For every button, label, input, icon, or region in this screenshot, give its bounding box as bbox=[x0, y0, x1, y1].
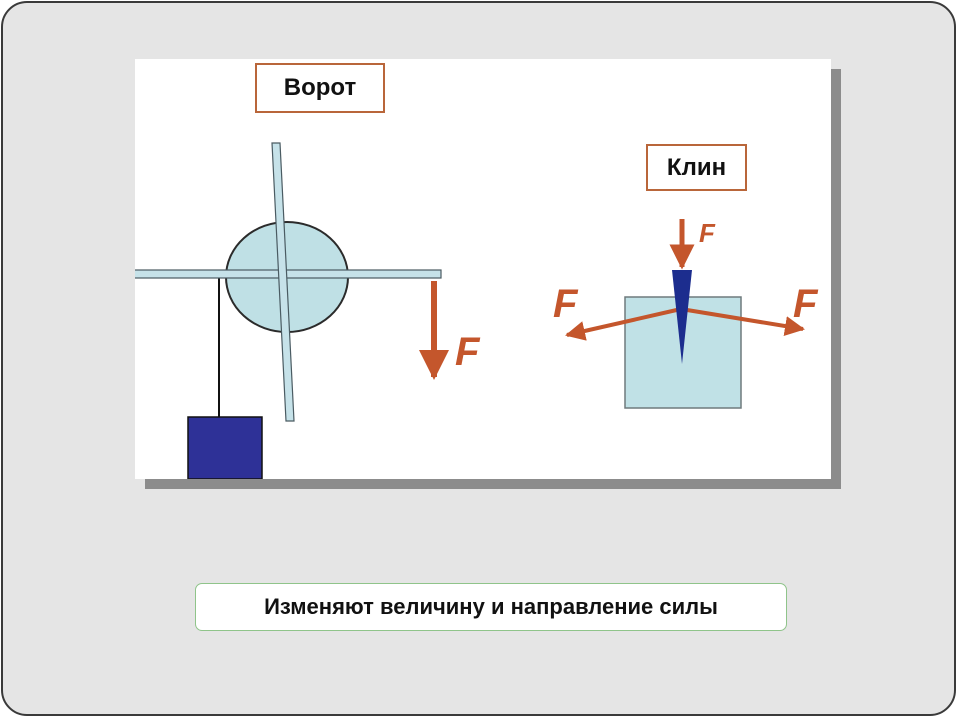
diagram-svg: F F F F bbox=[135, 142, 819, 479]
windlass-axle bbox=[135, 269, 442, 279]
force-label-top: F bbox=[699, 218, 716, 248]
wedge bbox=[672, 270, 692, 364]
diagram-figure: F F F F Ворот Клин bbox=[135, 59, 831, 479]
force-arrow-left bbox=[565, 307, 682, 341]
force-label-left: F bbox=[553, 282, 579, 326]
label-vorot: Ворот bbox=[255, 63, 385, 113]
caption: Изменяют величину и направление силы bbox=[195, 583, 787, 631]
wedge-group: F F F bbox=[553, 218, 819, 409]
windlass: F bbox=[135, 142, 481, 479]
windlass-handle bbox=[271, 142, 295, 422]
force-label-windlass: F bbox=[455, 330, 481, 374]
load-block bbox=[187, 416, 263, 479]
label-klin: Клин bbox=[646, 144, 747, 191]
force-label-right: F bbox=[793, 282, 819, 326]
force-arrow-right bbox=[680, 307, 805, 336]
